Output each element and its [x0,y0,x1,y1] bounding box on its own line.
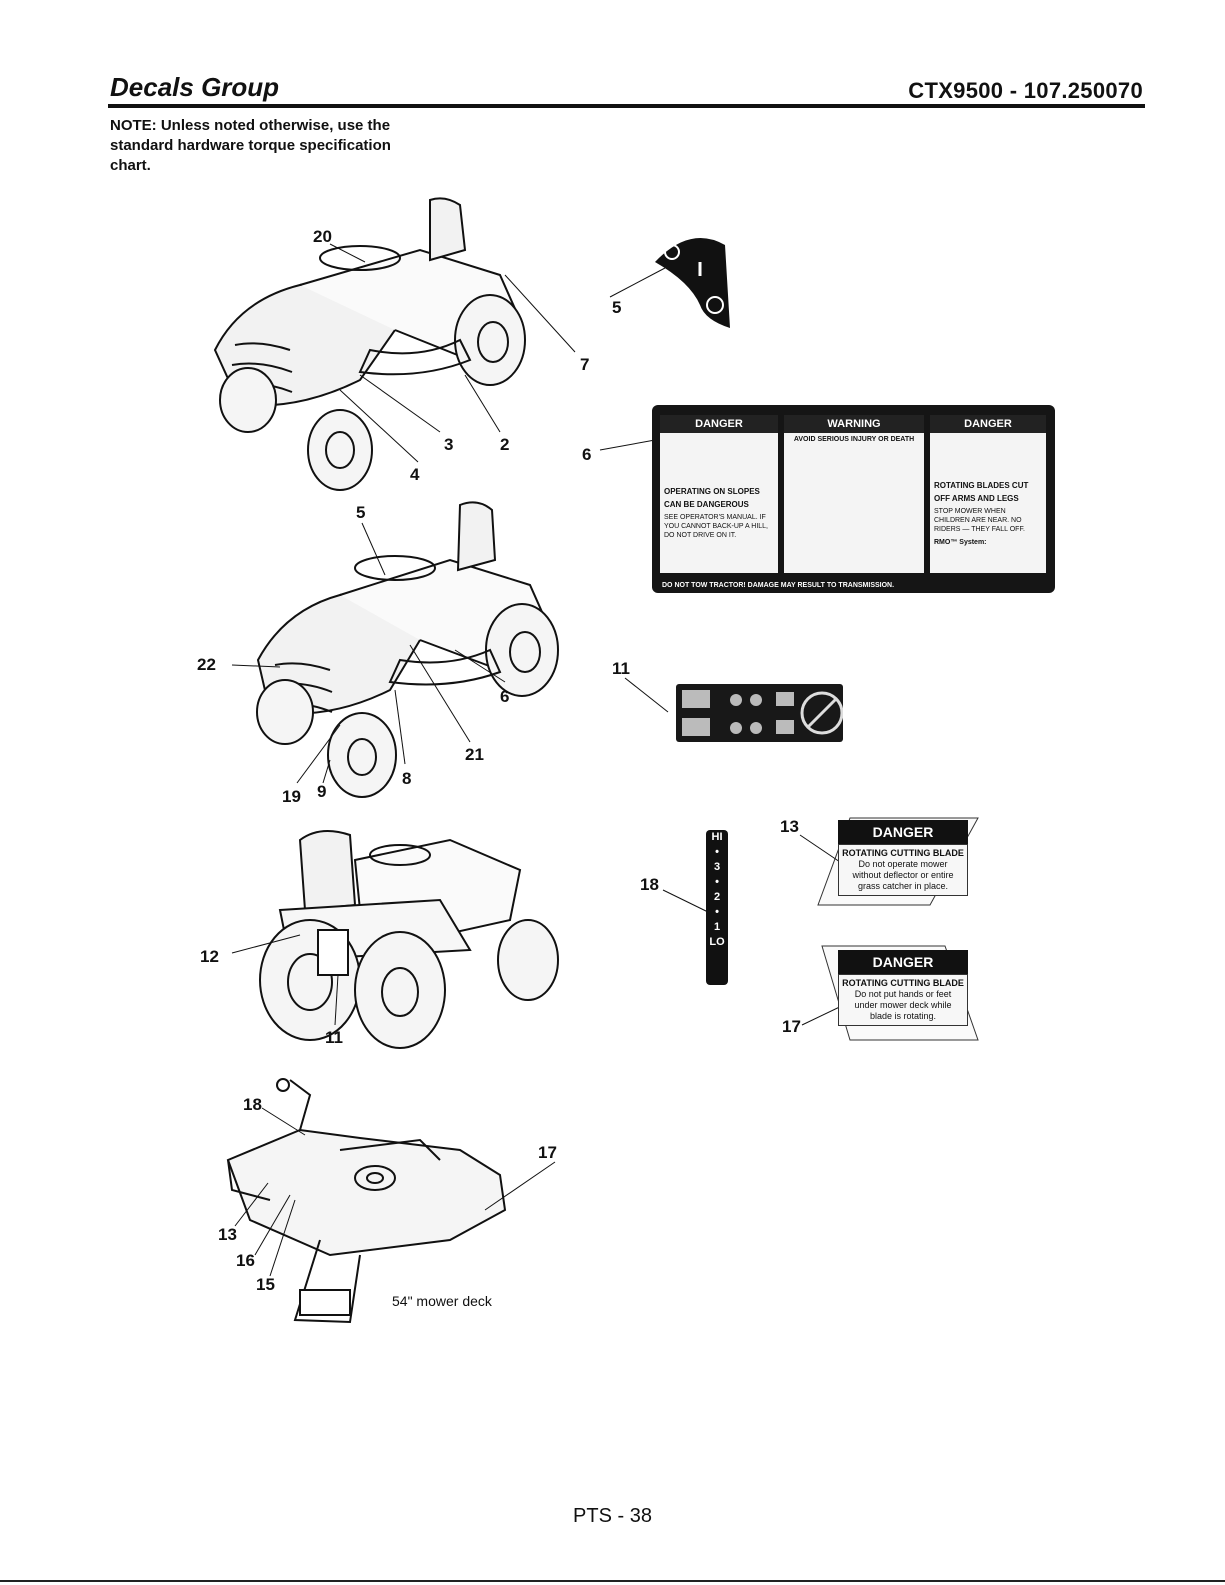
ignition-decal [655,237,730,328]
torque-note: NOTE: Unless noted otherwise, use the st… [110,117,391,174]
callout-3: 3 [444,435,453,454]
page-number: PTS - 38 [573,1505,652,1527]
callout-8: 8 [402,769,411,788]
decal-13-line1: ROTATING CUTTING BLADE [842,848,964,858]
decal-13-body: ROTATING CUTTING BLADE Do not operate mo… [838,844,968,896]
callout-18-decal: 18 [640,875,659,894]
blades-title-2: OFF ARMS AND LEGS [934,494,1019,503]
decal-11-controls-label [676,684,844,742]
deck-caption: 54" mower deck [392,1293,492,1309]
blades-title-1: ROTATING BLADES CUT [934,481,1029,490]
speed-1: 1 [713,921,721,933]
callout-5: 5 [356,503,365,522]
tractor-rear-view [259,830,559,1049]
blades-body: STOP MOWER WHEN CHILDREN ARE NEAR. NO RI… [934,508,1025,533]
decal-13-line2: Do not operate mower [858,859,948,869]
callout-16: 16 [236,1251,255,1270]
decal-17-body: ROTATING CUTTING BLADE Do not put hands … [838,974,968,1026]
speed-2: 2 [713,891,721,903]
callout-6-decal: 6 [582,445,591,464]
danger-right-head: DANGER [930,415,1046,433]
speed-hi: HI [711,831,723,843]
mower-deck [226,1078,507,1324]
speed-dot: • [715,846,719,858]
callout-19: 19 [282,787,301,806]
decal-13-line4: grass catcher in place. [857,881,949,891]
callout-5-decal: 5 [612,298,621,317]
slopes-body: SEE OPERATOR'S MANUAL. IF YOU CANNOT BAC… [664,514,768,539]
decal-17-line4: blade is rotating. [869,1011,937,1021]
callout-2: 2 [500,435,509,454]
controls-pictograms-icon [682,690,844,736]
decal-17-line2: Do not put hands or feet [854,989,952,999]
callout-11-decal: 11 [612,659,630,678]
speed-lo: LO [709,936,725,948]
warning-panel: WARNING AVOID SERIOUS INJURY OR DEATH [784,415,924,573]
rmo-label: RMO™ System: [934,539,987,546]
decal-13-head: DANGER [838,820,968,844]
model-number: CTX9500 - 107.250070 [908,78,1143,103]
callout-15: 15 [256,1275,275,1294]
callout-7: 7 [580,355,589,374]
callout-18: 18 [243,1095,262,1114]
speed-dot: • [715,906,719,918]
slopes-title-2: CAN BE DANGEROUS [664,500,749,509]
decal-17-line1: ROTATING CUTTING BLADE [842,978,964,988]
decal-18-speed-strip: HI • 3 • 2 • 1 LO [706,830,728,985]
slope-pictogram-icon [660,433,778,485]
callout-21: 21 [465,745,484,764]
danger-blades-panel: DANGER ROTATING BLADES CUT OFF ARMS AND … [930,415,1046,573]
decal-6-safety-label: DANGER OPERATING ON SLOPES CAN BE DANGER… [652,405,1055,593]
slopes-title-1: OPERATING ON SLOPES [664,487,760,496]
decal-13-danger-label: DANGER ROTATING CUTTING BLADE Do not ope… [838,820,968,896]
warning-head: WARNING [784,415,924,433]
callout-20: 20 [313,227,332,246]
callout-6: 6 [500,687,509,706]
callout-17-decal: 17 [782,1017,801,1036]
danger-left-head: DANGER [660,415,778,433]
callout-9: 9 [317,782,326,801]
callout-17: 17 [538,1143,557,1162]
tractor-side-view [256,501,559,798]
warning-sub: AVOID SERIOUS INJURY OR DEATH [793,436,915,443]
callout-11: 11 [325,1028,343,1047]
tractor-front-view [213,197,526,491]
callout-4: 4 [410,465,420,484]
callout-13-decal: 13 [780,817,799,836]
tow-warning: DO NOT TOW TRACTOR! DAMAGE MAY RESULT TO… [662,582,895,589]
decal-17-head: DANGER [838,950,968,974]
start-symbol-icon [706,296,724,314]
callout-12: 12 [200,947,219,966]
bottom-rule [0,1580,1225,1582]
speed-3: 3 [713,861,721,873]
danger-slopes-panel: DANGER OPERATING ON SLOPES CAN BE DANGER… [660,415,778,573]
decal-17-danger-label: DANGER ROTATING CUTTING BLADE Do not put… [838,950,968,1026]
page-title: Decals Group [110,72,280,102]
callout-13: 13 [218,1225,237,1244]
blade-pictogram-icon [930,433,1046,479]
header-rule [108,104,1145,108]
off-symbol-icon [664,244,680,260]
speed-dot: • [715,876,719,888]
callout-22: 22 [197,655,216,674]
decal-17-line3: under mower deck while [854,1000,952,1010]
decal-13-line3: without deflector or entire [852,870,954,880]
